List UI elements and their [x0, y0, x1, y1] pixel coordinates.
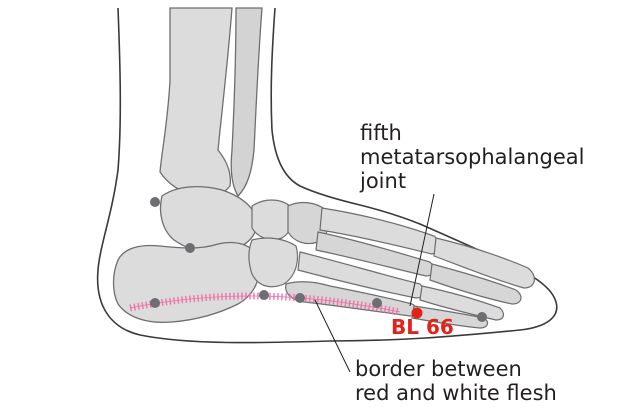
phalanges-toe-2	[429, 263, 522, 305]
marker-dot	[150, 298, 160, 308]
marker-dot	[295, 293, 305, 303]
marker-dot	[259, 290, 269, 300]
flesh-border-line	[129, 295, 401, 313]
label-flesh-border: border between red and white flesh	[355, 357, 557, 405]
phalanges-big-toe	[433, 237, 535, 289]
leader-line-joint	[409, 193, 435, 307]
leader-line-border	[314, 299, 351, 373]
phalanges-little-toe	[411, 305, 489, 329]
label-joint-line-3: joint	[360, 169, 407, 193]
label-joint-line-1: fifth	[360, 121, 402, 145]
label-border-line-1: border between	[355, 357, 522, 381]
marker-dot	[185, 243, 195, 253]
talus-bone	[159, 186, 259, 254]
acupoint-bl66	[411, 307, 423, 319]
tibia-bone	[159, 7, 233, 199]
phalanges-toe-3	[419, 285, 505, 321]
marker-dot	[150, 197, 160, 207]
label-acupoint-bl66: BL 66	[391, 315, 454, 339]
cuboid-bone	[248, 237, 299, 288]
label-border-line-2: red and white flesh	[355, 381, 557, 405]
navicular-bone	[251, 199, 294, 241]
marker-dot	[372, 298, 382, 308]
fibula-bone	[230, 7, 263, 198]
label-joint-line-2: metatarsophalangeal	[360, 145, 585, 169]
label-fifth-metatarsophalangeal-joint: fifth metatarsophalangeal joint	[360, 121, 584, 193]
marker-dot	[477, 312, 487, 322]
